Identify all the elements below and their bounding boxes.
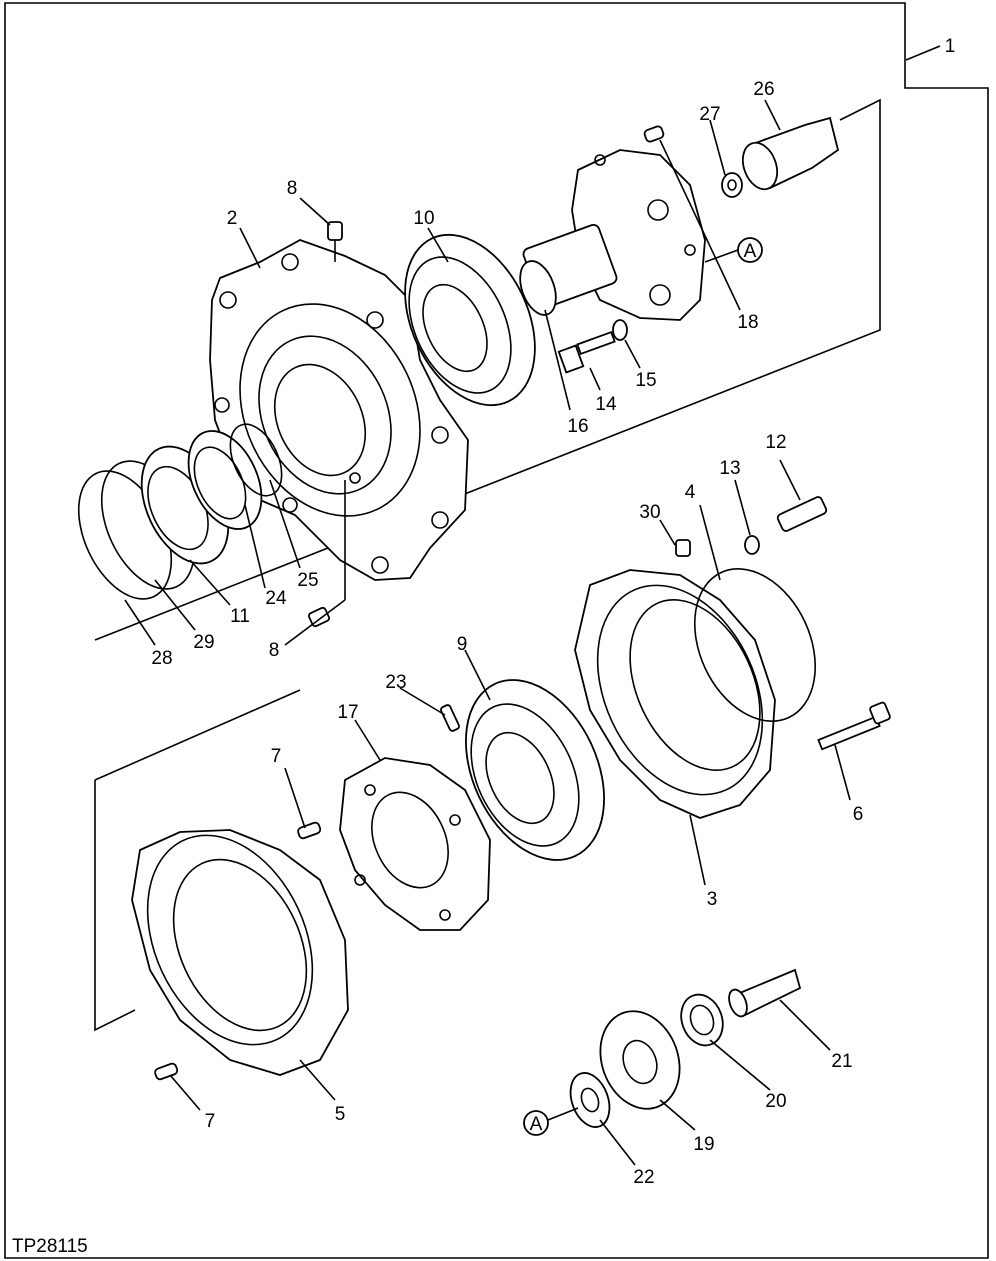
part-10-bearing — [404, 233, 536, 407]
callout-29: 29 — [193, 632, 214, 653]
callout-labels: 1 2 3 4 5 6 7 7 8 8 9 10 11 12 13 14 15 … — [151, 36, 955, 1188]
callout-24: 24 — [265, 588, 287, 609]
callout-27: 27 — [699, 104, 720, 125]
upper-group-outline — [94, 98, 881, 641]
part-7-dowel-pin-bottom — [154, 1062, 179, 1081]
callout-16: 16 — [567, 416, 588, 437]
callout-11: 11 — [230, 606, 250, 627]
reference-mark-a-bottom — [523, 1110, 549, 1136]
callout-18: 18 — [737, 312, 758, 333]
reference-mark-a-top-label: A — [744, 241, 757, 262]
callout-17: 17 — [337, 702, 358, 723]
part-7-dowel-pin-top — [297, 821, 322, 840]
callout-3: 3 — [707, 889, 718, 910]
part-8-plug-bottom — [307, 606, 331, 628]
callout-12: 12 — [765, 432, 786, 453]
callout-8-bottom: 8 — [269, 640, 280, 661]
callout-22: 22 — [633, 1167, 654, 1188]
part-5-ring-gear — [131, 829, 349, 1076]
figure-code: TP28115 — [12, 1236, 88, 1257]
callout-1: 1 — [945, 36, 956, 57]
callout-9: 9 — [457, 634, 468, 655]
callout-10: 10 — [413, 208, 434, 229]
lower-group-outline — [94, 689, 301, 1032]
part-15-washer — [612, 319, 628, 341]
part-21-shaft — [728, 968, 802, 1018]
callout-28: 28 — [151, 648, 172, 669]
callout-30: 30 — [639, 502, 660, 523]
part-26-coupling — [741, 116, 840, 191]
callout-6: 6 — [853, 804, 864, 825]
part-13-washer — [744, 535, 760, 555]
part-17-carrier — [339, 757, 491, 931]
callout-14: 14 — [595, 394, 617, 415]
callout-7-bottom: 7 — [205, 1111, 216, 1132]
callout-15: 15 — [635, 370, 656, 391]
part-27-washer — [721, 172, 743, 198]
callout-8-top: 8 — [287, 178, 298, 199]
callout-7-top: 7 — [271, 746, 282, 767]
part-16-shaft-flange — [519, 149, 706, 321]
part-30-plug — [675, 539, 691, 557]
callout-26: 26 — [753, 79, 774, 100]
part-6-cap-screw — [817, 701, 891, 751]
part-14-bolt — [557, 330, 616, 374]
diagram-frame — [4, 2, 989, 1259]
callout-25: 25 — [297, 570, 318, 591]
callout-20: 20 — [765, 1091, 786, 1112]
part-9-bearing — [465, 679, 605, 861]
part-23-pin — [440, 704, 460, 732]
callout-19: 19 — [693, 1134, 714, 1155]
part-19-gear — [599, 1010, 681, 1110]
callout-2: 2 — [227, 208, 238, 229]
leader-lines — [124, 45, 941, 1166]
part-3-housing — [574, 569, 776, 819]
callout-21: 21 — [831, 1051, 852, 1072]
part-22-thrust-washer — [569, 1072, 611, 1128]
callout-23: 23 — [385, 672, 406, 693]
callout-5: 5 — [335, 1104, 346, 1125]
part-24-seal — [187, 430, 263, 530]
callout-13: 13 — [719, 458, 740, 479]
callout-4: 4 — [685, 482, 696, 503]
part-20-needle-bearing — [680, 993, 724, 1047]
part-4-o-ring — [693, 568, 817, 722]
part-18-dowel-pin-top — [643, 125, 665, 143]
part-25-o-ring — [229, 423, 283, 497]
part-8-plug-top — [327, 221, 343, 262]
part-12-plug — [776, 496, 828, 532]
reference-mark-a-bottom-label: A — [530, 1114, 543, 1135]
